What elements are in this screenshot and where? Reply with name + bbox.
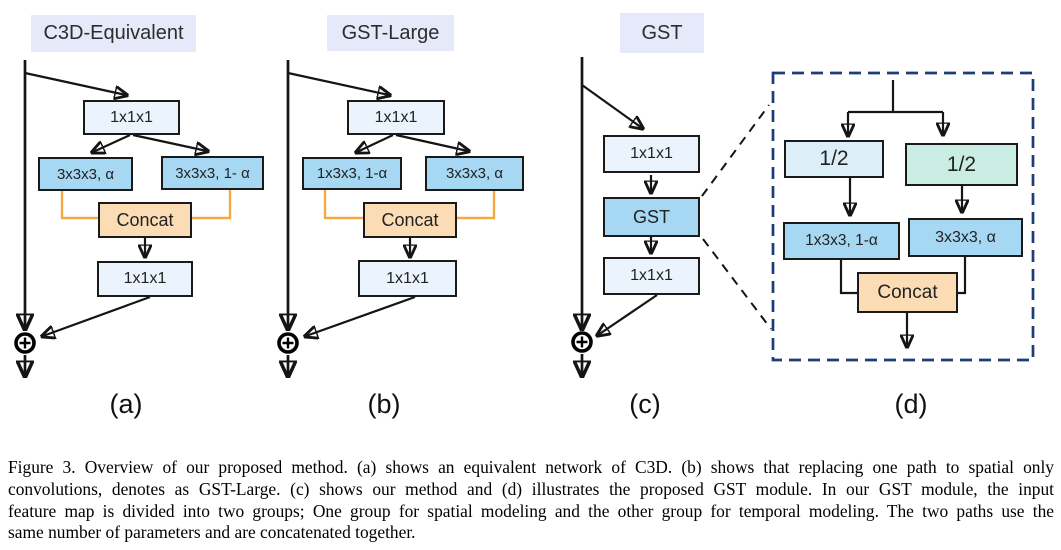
panel-c-gst-box: GST	[603, 197, 700, 237]
panel-d-concat-box: Concat	[857, 272, 958, 313]
panel-c-conv-top-box: 1x1x1	[603, 135, 700, 173]
panel-a-connectors	[25, 60, 232, 375]
panel-a-concat-box: Concat	[98, 202, 192, 238]
panel-a-branch-right-box: 3x3x3, 1- α	[161, 156, 264, 190]
panel-b-conv-bottom-box: 1x1x1	[358, 260, 457, 297]
panel-c-conv-bottom-box: 1x1x1	[603, 257, 700, 295]
panel-b-connectors	[288, 60, 496, 375]
panel-a-conv-bottom-box: 1x1x1	[97, 261, 193, 297]
panel-b-concat-box: Concat	[363, 202, 457, 238]
panel-a-branch-left-box: 3x3x3, α	[38, 157, 133, 191]
panel-d-split-right-box: 1/2	[905, 143, 1018, 186]
panel-a-conv-top-box: 1x1x1	[83, 100, 180, 135]
panel-d-split-left-box: 1/2	[784, 140, 884, 178]
panel-c-title: GST	[620, 13, 704, 53]
panel-b-branch-left-box: 1x3x3, 1-α	[302, 157, 402, 190]
figure-caption: Figure 3. Overview of our proposed metho…	[8, 457, 1054, 544]
panel-b-conv-top-box: 1x1x1	[347, 100, 445, 135]
panel-d-branch-left-box: 1x3x3, 1-α	[783, 222, 900, 260]
panel-b-title: GST-Large	[327, 15, 454, 51]
panel-c-connectors	[582, 57, 772, 375]
panel-d-connectors	[771, 71, 1035, 362]
panel-b-add-icon	[277, 332, 299, 354]
caption-line-2: convolutions, denotes as GST-Large. (c) …	[8, 478, 1054, 499]
panel-a-label: (a)	[109, 389, 143, 419]
gst-module-dashed-border	[771, 71, 1035, 362]
panel-b-branch-right-box: 3x3x3, α	[425, 156, 524, 191]
panel-a-add-icon	[14, 332, 36, 354]
caption-line-3: feature map is divided into two groups; …	[8, 500, 1054, 521]
caption-line-1: Figure 3. Overview of our proposed metho…	[8, 457, 1054, 477]
panel-c-add-icon	[571, 331, 593, 353]
panel-a-title: C3D-Equivalent	[31, 15, 196, 52]
panel-d-branch-right-box: 3x3x3, α	[908, 218, 1023, 257]
panel-d-label: (d)	[894, 389, 928, 419]
panel-b-label: (b)	[367, 389, 401, 419]
panel-c-label: (c)	[629, 389, 661, 419]
caption-line-4: same number of parameters and are concat…	[8, 522, 416, 543]
